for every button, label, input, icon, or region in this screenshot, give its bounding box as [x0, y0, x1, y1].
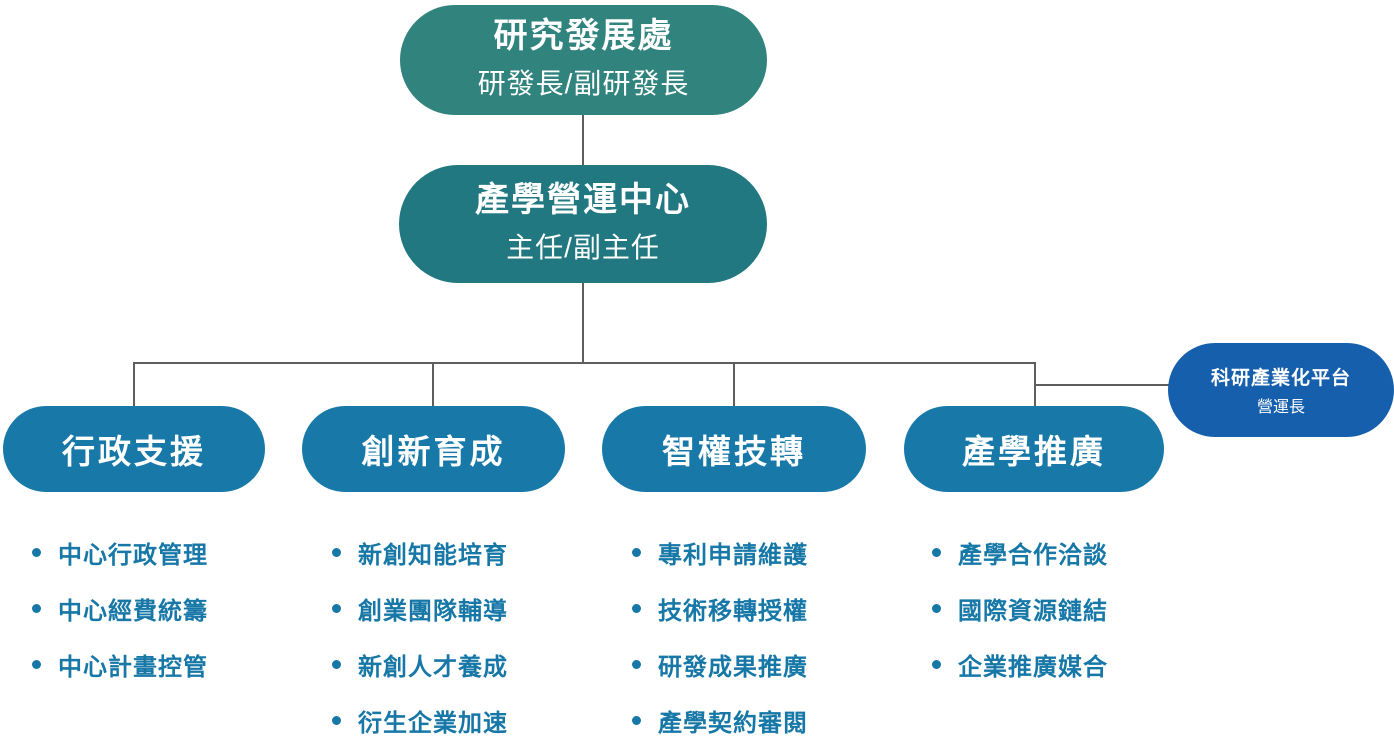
connector-root-to-center — [582, 115, 584, 166]
bullet-icon — [32, 603, 41, 613]
bullet-icon — [632, 715, 641, 725]
bullet-icon — [932, 547, 941, 557]
bullet-icon — [632, 603, 641, 613]
node-subtitle: 主任/副主任 — [506, 232, 660, 264]
bullet-icon — [332, 659, 341, 669]
list-item: 中心經費統籌 — [32, 594, 208, 625]
connector-center-to-bus — [582, 283, 584, 364]
list-item-label: 新創知能培育 — [358, 541, 508, 569]
list-item: 中心行政管理 — [32, 538, 208, 569]
bullet-icon — [32, 547, 41, 557]
bullet-icon — [332, 603, 341, 613]
bullet-icon — [332, 715, 341, 725]
list-item-label: 產學契約審閱 — [658, 709, 808, 737]
list-item: 新創知能培育 — [332, 538, 508, 569]
connector-drop-branch-1 — [133, 362, 135, 407]
list-item: 產學契約審閱 — [632, 706, 808, 737]
bullet-icon — [632, 659, 641, 669]
bullet-icon — [632, 547, 641, 557]
bullet-icon — [932, 659, 941, 669]
list-item: 企業推廣媒合 — [932, 650, 1108, 681]
bullet-icon — [932, 603, 941, 613]
node-title: 研究發展處 — [493, 16, 674, 55]
node-subtitle: 研發長/副研發長 — [477, 68, 690, 100]
connector-drop-branch-2 — [432, 362, 434, 407]
connector-to-platform-node — [1034, 384, 1170, 386]
bullet-icon — [32, 659, 41, 669]
node-research-industrialization-platform: 科研產業化平台 營運長 — [1168, 343, 1394, 437]
list-item-label: 新創人才養成 — [358, 653, 508, 681]
list-item: 技術移轉授權 — [632, 594, 808, 625]
list-item: 國際資源鏈結 — [932, 594, 1108, 625]
list-item-label: 產學合作洽談 — [958, 541, 1108, 569]
node-title: 產學營運中心 — [475, 180, 691, 219]
list-item-label: 中心經費統籌 — [58, 597, 208, 625]
list-item-label: 研發成果推廣 — [658, 653, 808, 681]
list-item-label: 專利申請維護 — [658, 541, 808, 569]
list-item-label: 創業團隊輔導 — [358, 597, 508, 625]
list-item-label: 中心行政管理 — [58, 541, 208, 569]
node-branch-ip-tech-transfer: 智權技轉 — [602, 406, 866, 492]
branch-item-list-innovation-incubation: 新創知能培育 創業團隊輔導 新創人才養成 衍生企業加速 — [332, 538, 508, 742]
list-item-label: 企業推廣媒合 — [958, 653, 1108, 681]
list-item: 產學合作洽談 — [932, 538, 1108, 569]
branch-item-list-industry-promotion: 產學合作洽談 國際資源鏈結 企業推廣媒合 — [932, 538, 1108, 706]
node-industry-academia-center: 產學營運中心 主任/副主任 — [399, 165, 767, 283]
connector-drop-branch-3 — [733, 362, 735, 407]
list-item: 創業團隊輔導 — [332, 594, 508, 625]
node-branch-admin-support: 行政支援 — [3, 406, 265, 492]
list-item: 專利申請維護 — [632, 538, 808, 569]
node-branch-innovation-incubation: 創新育成 — [302, 406, 565, 492]
list-item-label: 衍生企業加速 — [358, 709, 508, 737]
list-item: 研發成果推廣 — [632, 650, 808, 681]
list-item: 衍生企業加速 — [332, 706, 508, 737]
bullet-icon — [332, 547, 341, 557]
list-item-label: 國際資源鏈結 — [958, 597, 1108, 625]
node-title: 科研產業化平台 — [1210, 368, 1351, 389]
list-item: 中心計畫控管 — [32, 650, 208, 681]
branch-item-list-ip-tech-transfer: 專利申請維護 技術移轉授權 研發成果推廣 產學契約審閱 — [632, 538, 808, 742]
list-item: 新創人才養成 — [332, 650, 508, 681]
list-item-label: 中心計畫控管 — [58, 653, 208, 681]
list-item-label: 技術移轉授權 — [658, 597, 808, 625]
node-research-development-office: 研究發展處 研發長/副研發長 — [400, 5, 767, 115]
node-branch-industry-promotion: 產學推廣 — [904, 406, 1164, 492]
node-subtitle: 營運長 — [1256, 399, 1305, 416]
branch-item-list-admin-support: 中心行政管理 中心經費統籌 中心計畫控管 — [32, 538, 208, 706]
connector-horizontal-bus — [133, 362, 1036, 364]
